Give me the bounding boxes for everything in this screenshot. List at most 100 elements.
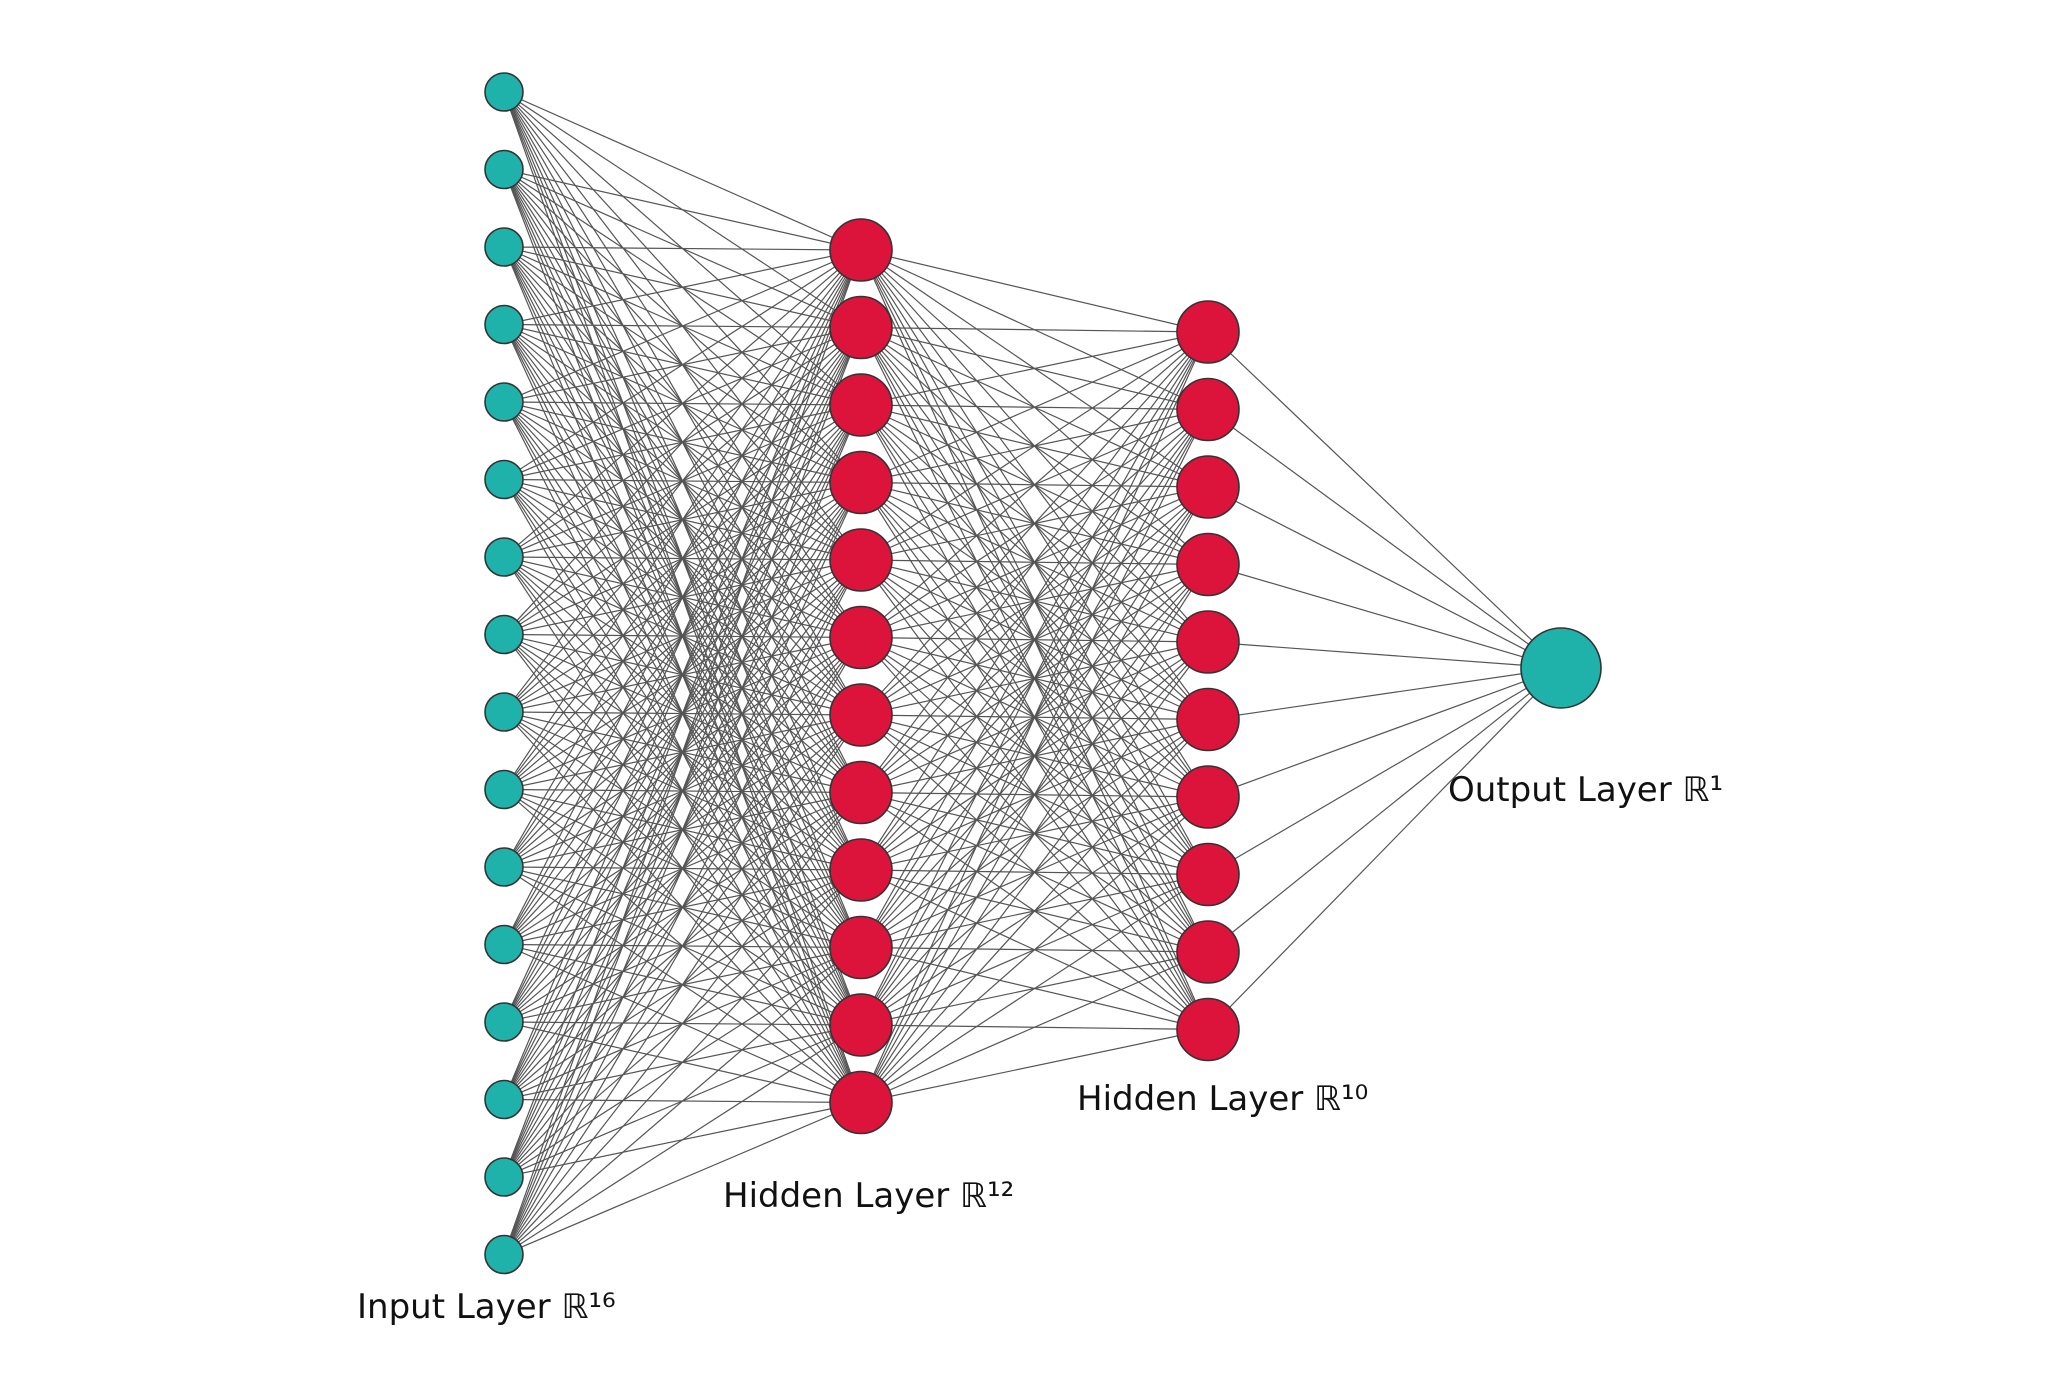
- edge-l0-n8-to-l1-n0: [503, 249, 862, 713]
- hidden1-neuron-8: [829, 760, 893, 825]
- hidden2-neuron-2: [1176, 377, 1240, 442]
- edge-l1-n3-to-l2-n0: [860, 331, 1209, 484]
- edge-l0-n15-to-l1-n11: [503, 1101, 862, 1256]
- edge-l2-n5-to-l3-n0: [1207, 667, 1562, 721]
- edge-l2-n6-to-l3-n0: [1207, 667, 1562, 798]
- hidden2-neuron-7: [1176, 765, 1240, 829]
- edge-l1-n11-to-l2-n7: [860, 873, 1209, 1104]
- edge-l2-n0-to-l3-n0: [1207, 331, 1562, 669]
- edge-l1-n0-to-l2-n0: [860, 249, 1209, 333]
- edge-l1-n1-to-l2-n0: [860, 326, 1209, 333]
- edge-l0-n4-to-l1-n0: [503, 249, 862, 403]
- hidden1-neuron-3: [829, 373, 893, 437]
- edge-l1-n11-to-l2-n3: [860, 564, 1209, 1103]
- input-neuron-8: [484, 614, 524, 655]
- hidden2-neuron-9: [1176, 920, 1240, 984]
- edge-l1-n11-to-l2-n6: [860, 796, 1209, 1103]
- edge-l0-n15-to-l1-n7: [503, 792, 862, 1255]
- input-neuron-4: [484, 304, 524, 345]
- edge-l1-n10-to-l2-n0: [860, 331, 1209, 1026]
- hidden1-neuron-11: [829, 993, 893, 1057]
- edge-l0-n14-to-l1-n0: [503, 249, 862, 1178]
- input-neuron-15: [484, 1157, 524, 1197]
- hidden1-neuron-7: [829, 683, 893, 747]
- edge-l0-n11-to-l1-n0: [503, 249, 862, 945]
- input-neuron-12: [484, 924, 524, 965]
- hidden2-neuron-10: [1176, 997, 1240, 1062]
- edge-l1-n9-to-l2-n0: [860, 331, 1209, 948]
- hidden2-neuron-3: [1176, 455, 1240, 519]
- edge-l0-n15-to-l1-n9: [503, 947, 862, 1255]
- edge-l1-n11-to-l2-n2: [860, 486, 1209, 1103]
- edge-l1-n4-to-l2-n0: [860, 331, 1209, 561]
- hidden2-neuron-1: [1176, 300, 1240, 364]
- hidden-layer-1-label: Hidden Layer ℝ¹²: [723, 1176, 1015, 1216]
- edge-l0-n15-to-l1-n8: [503, 869, 862, 1255]
- hidden2-neuron-5: [1176, 610, 1240, 674]
- input-neuron-9: [484, 692, 524, 732]
- edge-l0-n9-to-l1-n0: [503, 249, 862, 790]
- edge-l2-n1-to-l3-n0: [1207, 409, 1562, 669]
- output-layer-label: Output Layer ℝ¹: [1448, 770, 1724, 810]
- edge-l0-n12-to-l1-n0: [503, 249, 862, 1023]
- output-neuron-1: [1520, 627, 1602, 709]
- edge-l0-n15-to-l1-n10: [503, 1024, 862, 1256]
- edge-l0-n15-to-l1-n0: [503, 249, 862, 1255]
- edge-l1-n6-to-l2-n0: [860, 331, 1209, 716]
- edge-l1-n11-to-l2-n9: [860, 1028, 1209, 1104]
- edge-l0-n15-to-l1-n5: [503, 637, 862, 1255]
- edge-l0-n6-to-l1-n0: [503, 249, 862, 558]
- input-neuron-13: [484, 1002, 524, 1042]
- edge-l0-n15-to-l1-n2: [503, 404, 862, 1255]
- input-neuron-14: [484, 1079, 524, 1120]
- edge-l0-n15-to-l1-n4: [503, 559, 862, 1255]
- hidden1-neuron-5: [829, 528, 893, 592]
- edge-l1-n11-to-l2-n4: [860, 641, 1209, 1103]
- hidden2-neuron-6: [1176, 687, 1240, 752]
- input-neuron-16: [484, 1234, 524, 1275]
- edge-l1-n5-to-l2-n0: [860, 331, 1209, 638]
- edge-l0-n2-to-l1-n0: [503, 246, 862, 251]
- edge-l2-n4-to-l3-n0: [1207, 641, 1562, 669]
- edge-l0-n0-to-l1-n0: [503, 91, 862, 251]
- hidden1-neuron-2: [829, 295, 893, 360]
- edge-l2-n7-to-l3-n0: [1207, 667, 1562, 876]
- edge-l2-n9-to-l3-n0: [1207, 667, 1562, 1030]
- edge-l1-n8-to-l2-n0: [860, 331, 1209, 871]
- edge-l0-n13-to-l1-n0: [503, 249, 862, 1100]
- connection-edges: [503, 91, 1562, 1256]
- edge-l1-n7-to-l2-n0: [860, 331, 1209, 793]
- input-neuron-5: [484, 382, 524, 422]
- hidden1-neuron-9: [829, 838, 893, 902]
- input-neuron-10: [484, 769, 524, 810]
- hidden2-neuron-4: [1176, 532, 1240, 597]
- edge-l0-n3-to-l1-n0: [503, 249, 862, 326]
- edge-l0-n15-to-l1-n3: [503, 482, 862, 1255]
- edge-l0-n1-to-l1-n0: [503, 168, 862, 251]
- edge-l0-n15-to-l1-n6: [503, 714, 862, 1255]
- input-neuron-3: [484, 227, 524, 267]
- input-layer-label: Input Layer ℝ¹⁶: [357, 1287, 616, 1327]
- edge-l1-n11-to-l2-n0: [860, 331, 1209, 1103]
- hidden1-neuron-4: [829, 450, 893, 515]
- neuron-nodes: [484, 72, 1602, 1275]
- edge-l1-n11-to-l2-n1: [860, 409, 1209, 1103]
- edge-l2-n3-to-l3-n0: [1207, 563, 1562, 669]
- hidden1-neuron-6: [829, 605, 893, 670]
- edge-l0-n7-to-l1-n0: [503, 249, 862, 635]
- input-neuron-2: [484, 149, 524, 190]
- edge-l0-n5-to-l1-n0: [503, 249, 862, 481]
- hidden1-neuron-12: [829, 1070, 893, 1135]
- edge-l1-n11-to-l2-n8: [860, 951, 1209, 1104]
- edge-l1-n2-to-l2-n0: [860, 331, 1209, 406]
- hidden1-neuron-1: [829, 218, 893, 282]
- hidden2-neuron-8: [1176, 842, 1240, 907]
- input-neuron-7: [484, 537, 524, 577]
- edge-l1-n11-to-l2-n5: [860, 719, 1209, 1103]
- hidden1-neuron-10: [829, 915, 893, 980]
- input-neuron-11: [484, 847, 524, 887]
- hidden-layer-2-label: Hidden Layer ℝ¹⁰: [1077, 1079, 1369, 1119]
- input-neuron-6: [484, 459, 524, 500]
- input-neuron-1: [484, 72, 524, 112]
